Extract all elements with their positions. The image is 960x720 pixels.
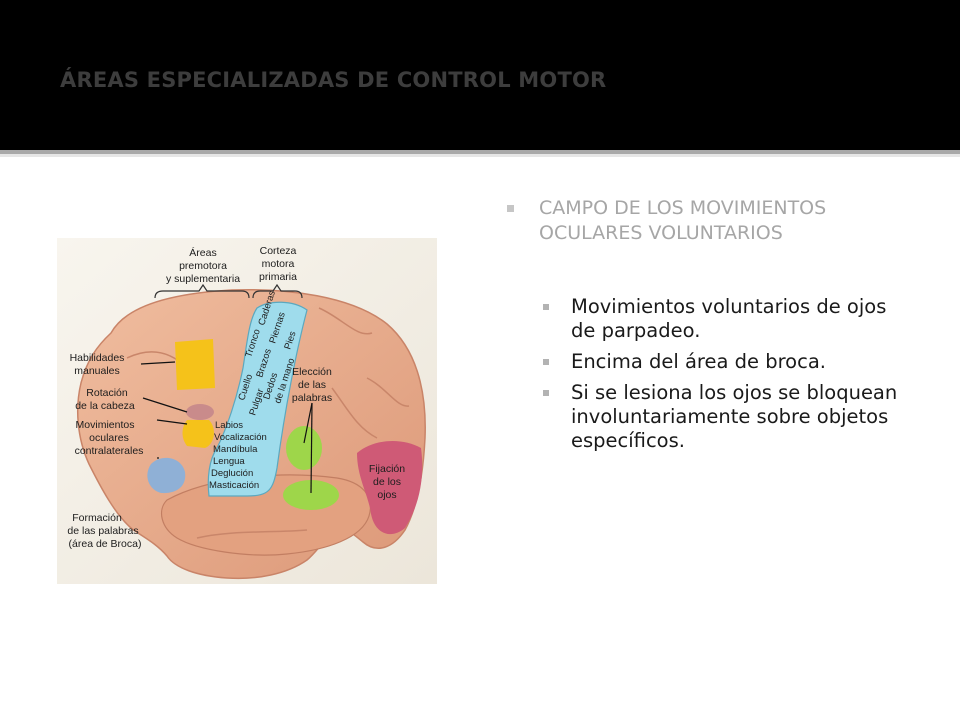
list-item: Encima del área de broca. — [541, 350, 901, 374]
brain-diagram: Áreas premotora y suplementaria Corteza … — [57, 238, 437, 584]
word-choice-area-lower — [283, 480, 339, 510]
topic-heading-text: CAMPO DE LOS MOVIMIENTOS OCULARES VOLUNT… — [539, 197, 827, 244]
brain-sulcus — [366, 377, 410, 407]
motor-label: Deglución — [211, 468, 253, 479]
motor-cortex-strip — [207, 301, 308, 497]
label-word-choice: Elección — [292, 366, 332, 378]
leader-line — [156, 419, 188, 425]
leader-line — [140, 361, 176, 365]
brain-motor-areas-figure: Áreas premotora y suplementaria Corteza … — [57, 238, 437, 584]
premotor-brace — [154, 283, 250, 299]
motor-header-line: motora — [262, 258, 295, 270]
hand-skills-area — [175, 339, 215, 390]
brain-sulcus — [318, 307, 373, 335]
square-bullet-icon — [543, 390, 549, 396]
brain-sulcus — [196, 529, 308, 539]
slide-content: CAMPO DE LOS MOVIMIENTOS OCULARES VOLUNT… — [505, 196, 905, 460]
label-hand-skills: manuales — [74, 365, 120, 377]
brain-sulcus — [331, 387, 378, 439]
list-item: Movimientos voluntarios de ojos de parpa… — [541, 295, 901, 343]
motor-label: Labios — [215, 420, 243, 431]
head-rotation-area — [186, 404, 214, 420]
list-item-text: Encima del área de broca. — [571, 350, 826, 373]
list-item-text: Si se lesiona los ojos se bloquean invol… — [571, 381, 898, 452]
motor-header-line: primaria — [259, 271, 297, 283]
leader-line — [310, 402, 313, 494]
motor-header-line: Corteza — [260, 245, 297, 257]
label-broca: de las palabras — [67, 525, 138, 537]
slide-title: ÁREAS ESPECIALIZADAS DE CONTROL MOTOR — [60, 68, 607, 92]
label-word-choice: de las — [298, 379, 326, 391]
label-eye-movement: contralaterales — [75, 445, 144, 457]
premotor-header-line: Áreas — [189, 246, 216, 259]
label-broca: (área de Broca) — [69, 538, 142, 550]
broca-area — [147, 457, 186, 494]
label-broca: Formación — [72, 512, 122, 524]
label-eye-movement: Movimientos — [76, 419, 135, 431]
title-bar: ÁREAS ESPECIALIZADAS DE CONTROL MOTOR — [0, 0, 960, 150]
topic-heading: CAMPO DE LOS MOVIMIENTOS OCULARES VOLUNT… — [505, 196, 869, 246]
bullet-list: Movimientos voluntarios de ojos de parpa… — [505, 295, 905, 453]
motor-brace — [252, 283, 303, 299]
list-item-text: Movimientos voluntarios de ojos de parpa… — [571, 295, 887, 342]
label-head-rotation: de la cabeza — [75, 400, 135, 412]
label-eye-fixation: de los — [373, 476, 401, 488]
title-divider — [0, 150, 960, 154]
title-divider-light — [0, 154, 960, 157]
square-bullet-icon — [543, 304, 549, 310]
word-choice-area-upper — [286, 426, 322, 470]
motor-label: Lengua — [213, 456, 245, 467]
list-item: Si se lesiona los ojos se bloquean invol… — [541, 381, 901, 453]
leader-line — [303, 402, 313, 444]
premotor-header-line: y suplementaria — [166, 273, 240, 285]
leader-line — [142, 397, 188, 413]
eye-movement-area — [182, 420, 214, 448]
label-eye-movement: oculares — [89, 432, 129, 444]
motor-label: Masticación — [209, 480, 259, 491]
premotor-header-line: premotora — [179, 260, 227, 272]
motor-label: Mandíbula — [213, 444, 258, 455]
label-word-choice: palabras — [292, 392, 332, 404]
square-bullet-icon — [543, 359, 549, 365]
motor-label: Vocalización — [214, 432, 267, 443]
label-eye-fixation: ojos — [377, 489, 396, 501]
square-bullet-icon — [507, 205, 514, 212]
label-hand-skills: Habilidades — [70, 352, 125, 364]
label-head-rotation: Rotación — [86, 387, 128, 399]
eye-fixation-area — [357, 441, 423, 535]
label-eye-fixation: Fijación — [369, 463, 405, 475]
